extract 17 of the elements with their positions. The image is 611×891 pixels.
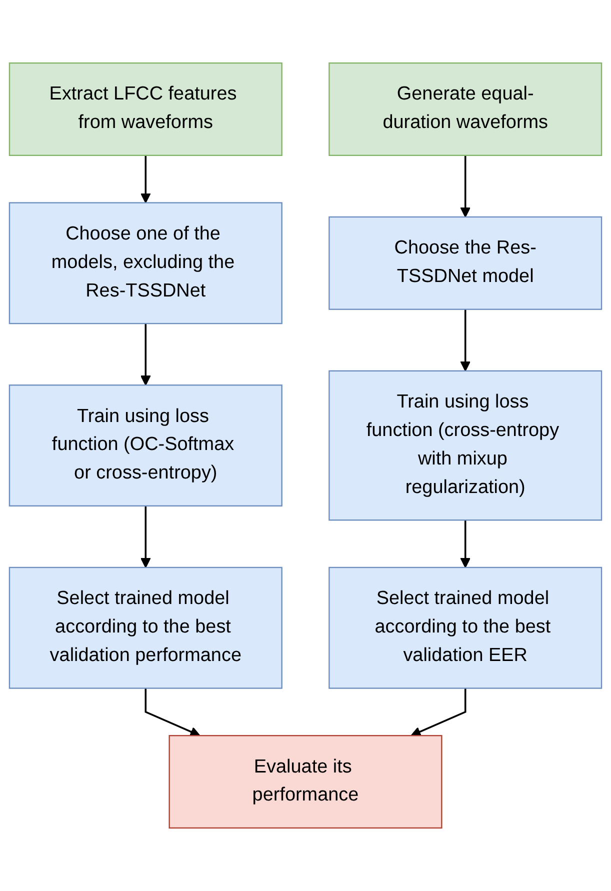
node-box: Train using loss function (OC-Softmax or cross-entropy) [8,384,282,506]
arrow [460,520,471,568]
arrow [140,506,151,568]
node-box: Evaluate its performance [168,735,442,829]
node-box: Extract LFCC features from waveforms [8,62,282,156]
arrow [140,324,151,386]
arrow [140,155,151,204]
node-box: Choose the Res-TSSDNet model [328,216,602,310]
node-box: Select trained model according to the best validation EER [328,566,602,689]
node-box: Choose one of the models, excluding the Res-TSSDNet [8,202,282,324]
arrow [460,155,471,218]
node-box: Select trained model according to the best validation performance [8,566,282,689]
arrow [410,688,466,737]
node-box: Train using loss function (cross-entropy with mixup regularization) [328,370,602,521]
arrow [460,309,471,372]
arrow [144,688,200,737]
node-box: Generate equal-duration waveforms [328,62,602,156]
